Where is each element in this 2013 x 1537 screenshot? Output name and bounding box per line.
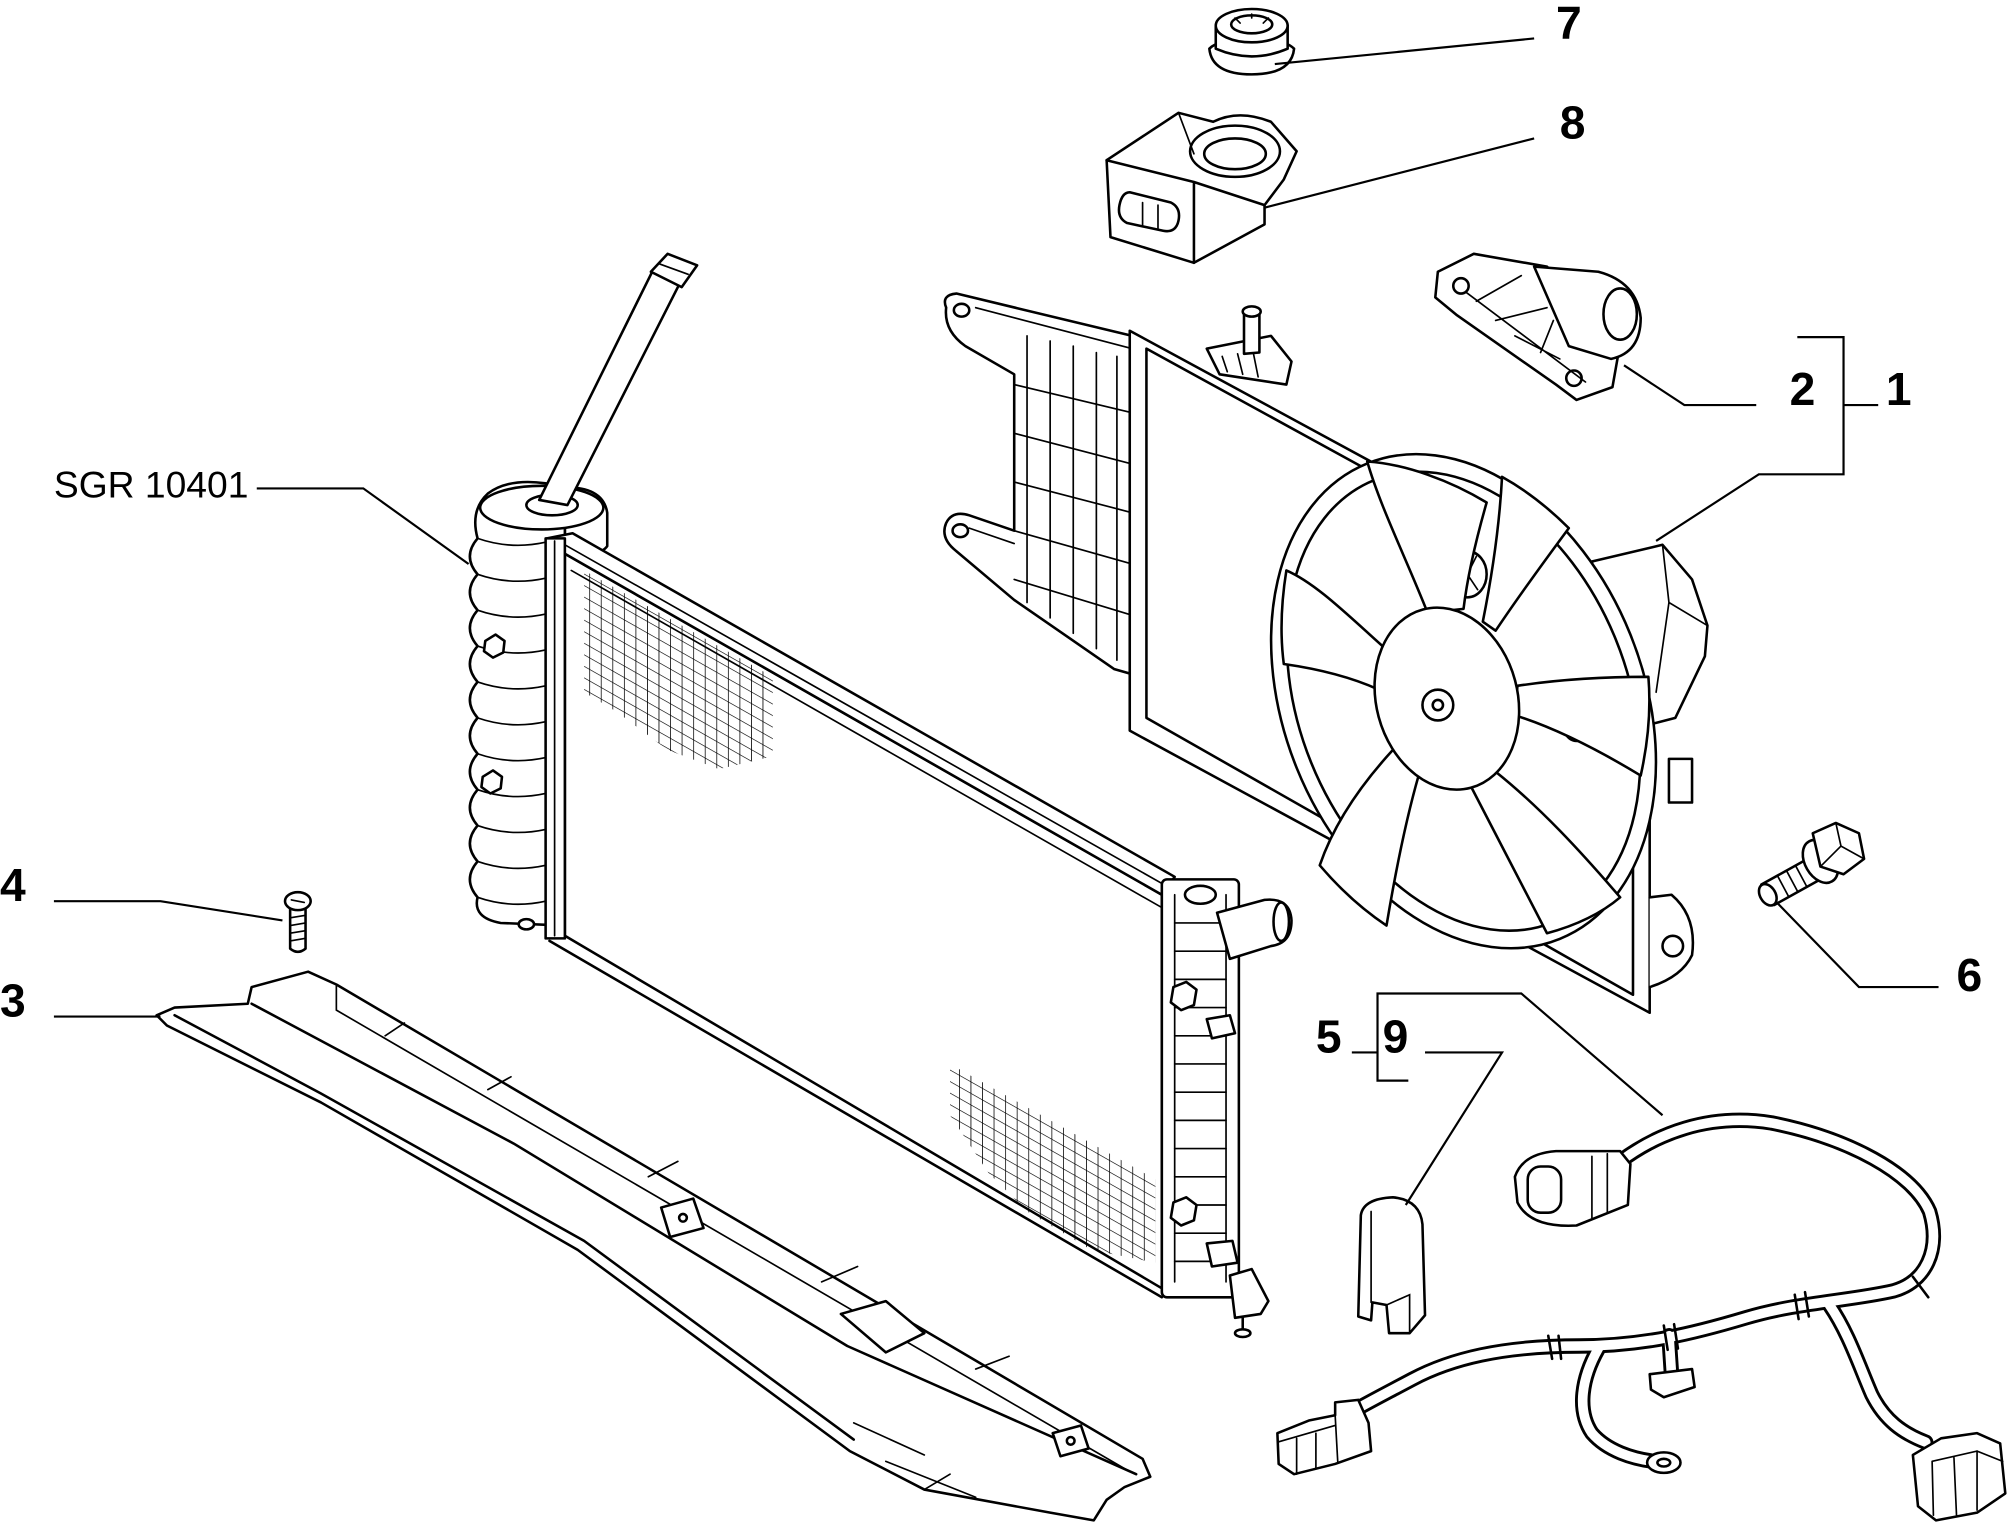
fan-hub (1373, 606, 1521, 791)
harness-left-connector (1276, 1398, 1373, 1476)
harness-ground-eyelet (1645, 1451, 1682, 1475)
fan-shroud-assembly (943, 292, 1709, 1014)
part-3-deflector (155, 970, 1152, 1522)
bracket-5 (1351, 992, 1664, 1117)
filler-neck-tube (537, 252, 699, 507)
radiator-frame (544, 531, 1176, 1299)
expansion-tank (468, 480, 609, 931)
leader-reference (256, 487, 470, 565)
part-4-screw (283, 890, 312, 954)
callout-labels: 7 8 2 1 SGR 10401 4 3 6 5 9 (0, 0, 1982, 1062)
leader-9 (1404, 1051, 1505, 1206)
part-9-cover (1356, 1196, 1427, 1335)
callout-2: 2 (1790, 363, 1816, 415)
bracket-1 (1655, 336, 1879, 542)
shroud-lattice-arm (943, 292, 1134, 676)
callout-6: 6 (1957, 949, 1983, 1001)
harness-clip (1648, 1367, 1696, 1399)
callout-1: 1 (1886, 363, 1912, 415)
part-6-bolt (1757, 821, 1866, 907)
part-8-bracket (1105, 111, 1298, 265)
callout-9: 9 (1383, 1010, 1409, 1062)
wiring-harness (1276, 1112, 2007, 1522)
callout-3: 3 (0, 975, 26, 1027)
harness-plug-connector (1513, 1149, 1632, 1228)
part-2-resistor (1434, 252, 1642, 402)
part-7-cap (1208, 7, 1296, 76)
leader-2 (1623, 364, 1757, 407)
callout-8: 8 (1560, 96, 1586, 148)
fan-blades (1280, 460, 1651, 935)
leader-8 (1264, 137, 1535, 209)
callout-5: 5 (1316, 1010, 1342, 1062)
callout-7: 7 (1556, 0, 1582, 48)
radiator-side-tank (1160, 878, 1293, 1339)
radiator (468, 252, 1293, 1339)
reference-code: SGR 10401 (54, 463, 248, 505)
leader-4 (53, 900, 283, 922)
callout-4: 4 (0, 859, 26, 911)
leader-6 (1777, 902, 1939, 989)
leader-lines (53, 37, 1939, 1206)
leader-7 (1274, 37, 1535, 66)
harness-right-connector (1911, 1431, 2007, 1522)
